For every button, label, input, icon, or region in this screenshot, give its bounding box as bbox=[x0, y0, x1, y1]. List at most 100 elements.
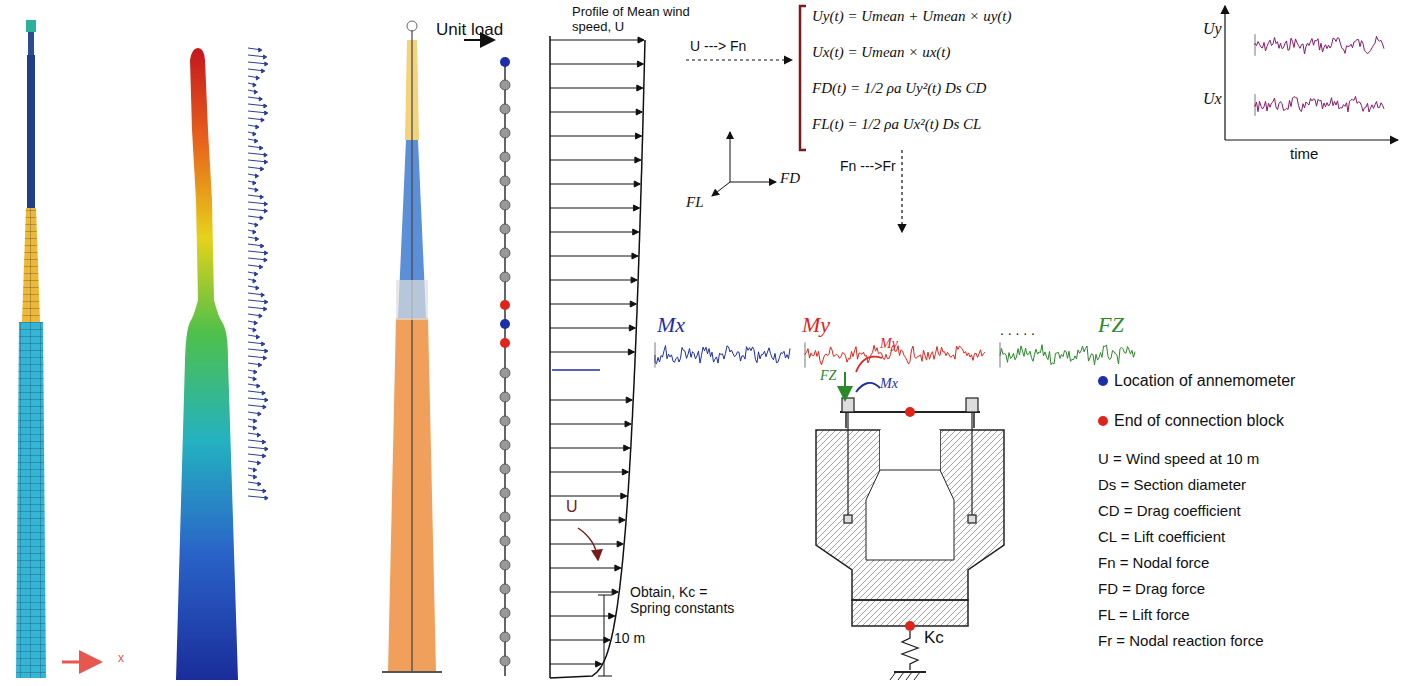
stroke-element bbox=[263, 356, 266, 360]
stroke-element bbox=[629, 325, 635, 331]
stroke-element bbox=[622, 469, 628, 475]
stroke-element bbox=[261, 118, 264, 122]
stroke-element bbox=[265, 398, 268, 402]
stroke-element bbox=[612, 589, 618, 595]
stroke-element bbox=[550, 304, 636, 305]
stroke-element bbox=[637, 85, 643, 91]
figure-label: Profile of Mean wind speed, U bbox=[572, 5, 712, 35]
legend-row: Location of annemometer bbox=[1098, 372, 1295, 390]
figure-label: My bbox=[802, 312, 830, 337]
stroke-element bbox=[500, 608, 510, 618]
stroke-element bbox=[617, 541, 623, 547]
stroke-element bbox=[604, 637, 610, 643]
stroke-element bbox=[550, 208, 639, 209]
stroke-element bbox=[500, 512, 510, 522]
stroke-element bbox=[550, 400, 632, 401]
stroke-element bbox=[550, 112, 642, 113]
stroke-element bbox=[264, 258, 267, 262]
stroke-element bbox=[550, 352, 634, 353]
stroke-element bbox=[500, 416, 510, 426]
stroke-element bbox=[550, 40, 644, 41]
stroke-element bbox=[261, 244, 264, 248]
stroke-element bbox=[615, 565, 621, 571]
stroke-element bbox=[632, 253, 638, 259]
stroke-element bbox=[630, 301, 636, 307]
stroke-element bbox=[264, 104, 267, 108]
stroke-element bbox=[254, 475, 257, 479]
figure-label: FZ bbox=[820, 368, 836, 384]
stroke-element bbox=[259, 48, 262, 52]
stroke-element bbox=[500, 560, 510, 570]
stroke-element bbox=[1255, 96, 1384, 112]
stroke-element bbox=[265, 160, 268, 164]
stroke-element bbox=[255, 139, 258, 143]
figure-label: Fn --->Fr bbox=[840, 158, 896, 174]
figure-label: Ux(t) = Umean × ux(t) bbox=[812, 44, 951, 61]
stroke-element bbox=[637, 61, 643, 67]
stroke-element bbox=[550, 256, 638, 257]
stroke-element bbox=[500, 248, 510, 258]
stroke-element bbox=[550, 496, 627, 497]
stroke-element bbox=[261, 293, 264, 297]
stroke-element bbox=[264, 153, 267, 157]
stroke-element bbox=[265, 496, 268, 500]
stroke-element bbox=[263, 489, 266, 493]
stroke-element bbox=[260, 216, 263, 220]
stroke-element bbox=[500, 584, 510, 594]
stroke-element bbox=[500, 488, 510, 498]
legend-text: Location of annemometer bbox=[1114, 372, 1295, 390]
stroke-element bbox=[628, 349, 634, 355]
stroke-element bbox=[500, 224, 510, 234]
stroke-element bbox=[259, 314, 262, 318]
figure-label: CD = Drag coefficient bbox=[1098, 502, 1241, 519]
stroke-element bbox=[635, 157, 641, 163]
figure-label: FD(t) = 1/2 ρa Uy²(t) Ds CD bbox=[812, 80, 986, 97]
stroke-element bbox=[253, 328, 256, 332]
figure-label: Uy(t) = Umean + Umean × uy(t) bbox=[812, 8, 1011, 25]
stroke-element bbox=[500, 152, 510, 162]
stroke-element bbox=[621, 493, 627, 499]
stroke-element bbox=[655, 342, 656, 367]
stroke-element bbox=[550, 160, 641, 161]
stroke-element bbox=[626, 397, 632, 403]
stroke-element bbox=[265, 111, 268, 115]
figure-label: FL bbox=[686, 194, 704, 211]
legend-swatch bbox=[1098, 376, 1108, 386]
legend-row: End of connection block bbox=[1098, 412, 1284, 430]
stroke-element bbox=[619, 517, 625, 523]
stroke-element bbox=[260, 265, 263, 269]
stroke-element bbox=[550, 280, 637, 281]
figure-label: FL = Lift force bbox=[1098, 606, 1190, 623]
stroke-element bbox=[550, 640, 610, 641]
figure-label: Mx bbox=[880, 376, 898, 392]
stroke-element bbox=[265, 349, 268, 353]
figure-label: Fr = Nodal reaction force bbox=[1098, 632, 1264, 649]
stroke-element bbox=[624, 445, 630, 451]
stroke-element bbox=[262, 69, 265, 73]
figure-label: Obtain, Kc = Spring constants bbox=[630, 584, 748, 616]
stroke-element bbox=[1000, 345, 1135, 365]
stroke-element bbox=[500, 440, 510, 450]
stroke-element bbox=[256, 335, 259, 339]
stroke-element bbox=[636, 109, 642, 115]
stroke-element bbox=[550, 520, 625, 521]
stroke-element bbox=[260, 146, 263, 150]
stroke-element bbox=[638, 37, 644, 43]
legend-text: End of connection block bbox=[1114, 412, 1284, 430]
stroke-element bbox=[265, 251, 268, 255]
stroke-element bbox=[253, 377, 256, 381]
stroke-element bbox=[500, 632, 510, 642]
stroke-element bbox=[550, 592, 618, 593]
figure-label: Uy bbox=[1203, 20, 1222, 38]
stroke-element bbox=[262, 342, 265, 346]
stroke-element bbox=[500, 464, 510, 474]
stroke-element bbox=[254, 321, 257, 325]
figure-label: U = Wind speed at 10 m bbox=[1098, 450, 1259, 467]
stroke-element bbox=[262, 391, 265, 395]
figure-label: Kc bbox=[924, 628, 944, 648]
stroke-element bbox=[253, 426, 256, 430]
stroke-element bbox=[550, 472, 628, 473]
stroke-element bbox=[257, 384, 260, 388]
stroke-element bbox=[253, 181, 256, 185]
